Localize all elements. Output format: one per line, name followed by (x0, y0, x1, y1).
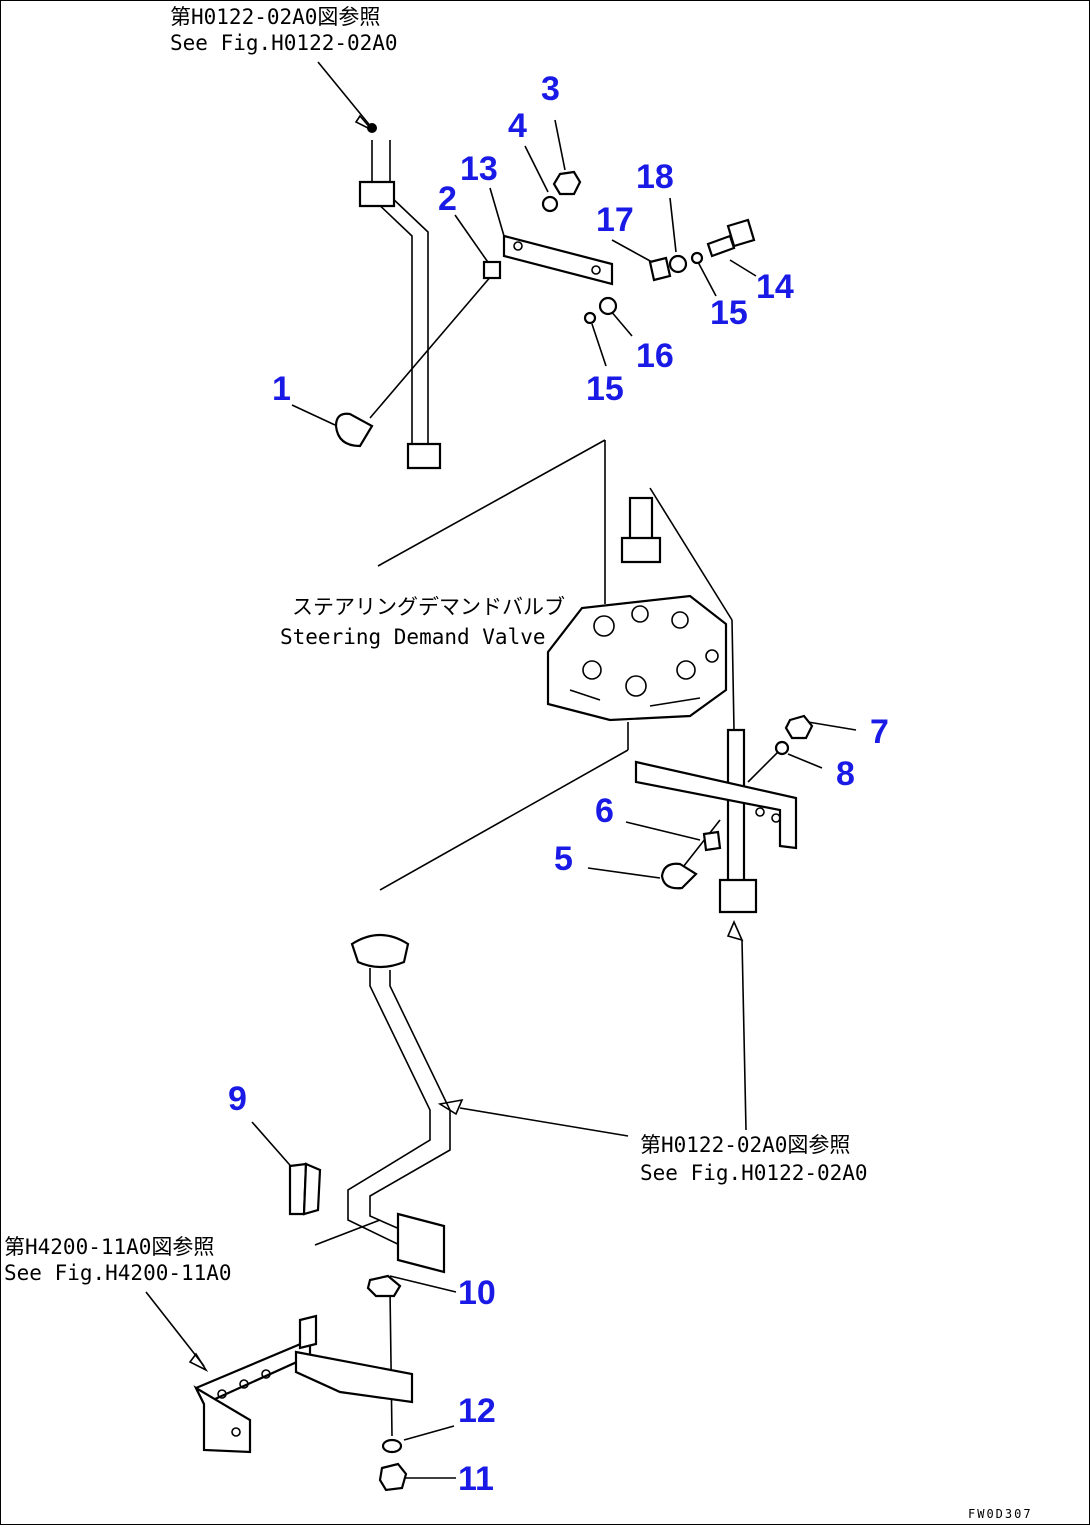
callout-2: 2 (438, 180, 457, 218)
steering-demand-valve (546, 496, 728, 722)
callout-7: 7 (870, 713, 889, 751)
valve-pipe (718, 728, 758, 914)
ref-right-en: See Fig.H0122-02A0 (640, 1161, 868, 1185)
ref-valve-en: Steering Demand Valve (280, 625, 546, 649)
upper-pipe (358, 123, 442, 470)
callout-9: 9 (228, 1080, 247, 1118)
ref-top-en: See Fig.H0122-02A0 (170, 31, 398, 55)
ref-valve-jp: ステアリングデマンドバルブ (292, 595, 565, 619)
clamp-10 (366, 1274, 402, 1298)
callouts: 1 2 3 4 5 6 7 8 9 10 11 12 13 14 15 15 1… (228, 70, 889, 1498)
callout-14: 14 (756, 268, 794, 306)
callout-16: 16 (636, 337, 674, 375)
lower-bracket (193, 1314, 414, 1454)
callout-5: 5 (554, 840, 573, 878)
washer-15a (690, 251, 704, 265)
nut-7 (784, 714, 814, 740)
ref-right-jp: 第H0122-02A0図参照 (640, 1133, 850, 1157)
bolt-14 (706, 218, 756, 258)
callout-15a: 15 (710, 294, 748, 332)
ref-top-jp: 第H0122-02A0図参照 (170, 5, 380, 29)
washer-16 (598, 296, 618, 316)
washer-12 (381, 1438, 403, 1454)
ref-left-en: See Fig.H4200-11A0 (4, 1261, 232, 1285)
spacer-6 (702, 830, 722, 852)
callout-11: 11 (458, 1460, 494, 1498)
collar-17 (648, 256, 672, 282)
bracket-13 (502, 234, 614, 286)
nut-11 (378, 1462, 408, 1492)
washer-15b (583, 311, 597, 325)
callout-3: 3 (541, 70, 560, 108)
clip-1 (334, 412, 374, 448)
callout-1: 1 (272, 370, 291, 408)
washer-18 (668, 254, 688, 274)
callout-18: 18 (636, 158, 674, 196)
callout-15b: 15 (586, 370, 624, 408)
lower-pipe (347, 933, 451, 1274)
callout-12: 12 (458, 1392, 496, 1430)
clip-5 (660, 862, 698, 890)
washer-8 (774, 740, 790, 756)
bracket (634, 760, 798, 850)
leader-lines (145, 61, 857, 1479)
callout-17: 17 (596, 201, 634, 239)
callout-8: 8 (836, 755, 855, 793)
callout-10: 10 (458, 1274, 496, 1312)
washer-4 (541, 195, 559, 213)
callout-4: 4 (508, 107, 527, 145)
ref-left-jp: 第H4200-11A0図参照 (4, 1235, 214, 1259)
callout-6: 6 (595, 792, 614, 830)
drawing-code: FW0D307 (968, 1507, 1033, 1521)
spacer-2 (482, 260, 502, 280)
callout-13: 13 (460, 150, 498, 188)
nut-3 (552, 170, 582, 196)
clip-9 (288, 1162, 322, 1216)
